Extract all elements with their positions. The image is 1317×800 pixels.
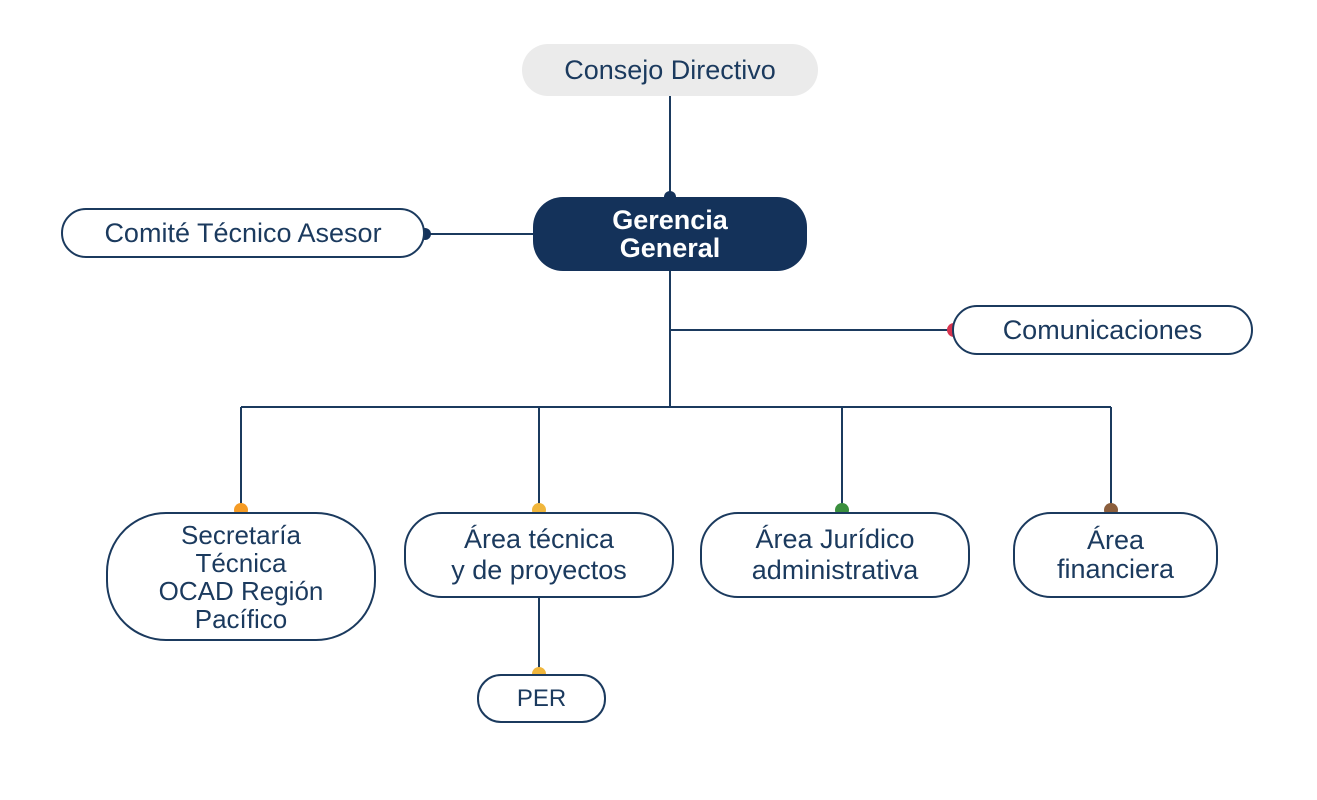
node-area-financiera: Área financiera: [1013, 512, 1218, 598]
node-comite-tecnico-asesor: Comité Técnico Asesor: [61, 208, 425, 258]
node-gerencia-general: Gerencia General: [533, 197, 807, 271]
node-consejo-directivo: Consejo Directivo: [522, 44, 818, 96]
node-secretaria-tecnica: Secretaría Técnica OCAD Región Pacífico: [106, 512, 376, 641]
node-area-juridico-administrativa: Área Jurídico administrativa: [700, 512, 970, 598]
node-comunicaciones: Comunicaciones: [952, 305, 1253, 355]
connector-lines: [240, 96, 1112, 674]
node-per: PER: [477, 674, 606, 723]
node-area-tecnica: Área técnica y de proyectos: [404, 512, 674, 598]
